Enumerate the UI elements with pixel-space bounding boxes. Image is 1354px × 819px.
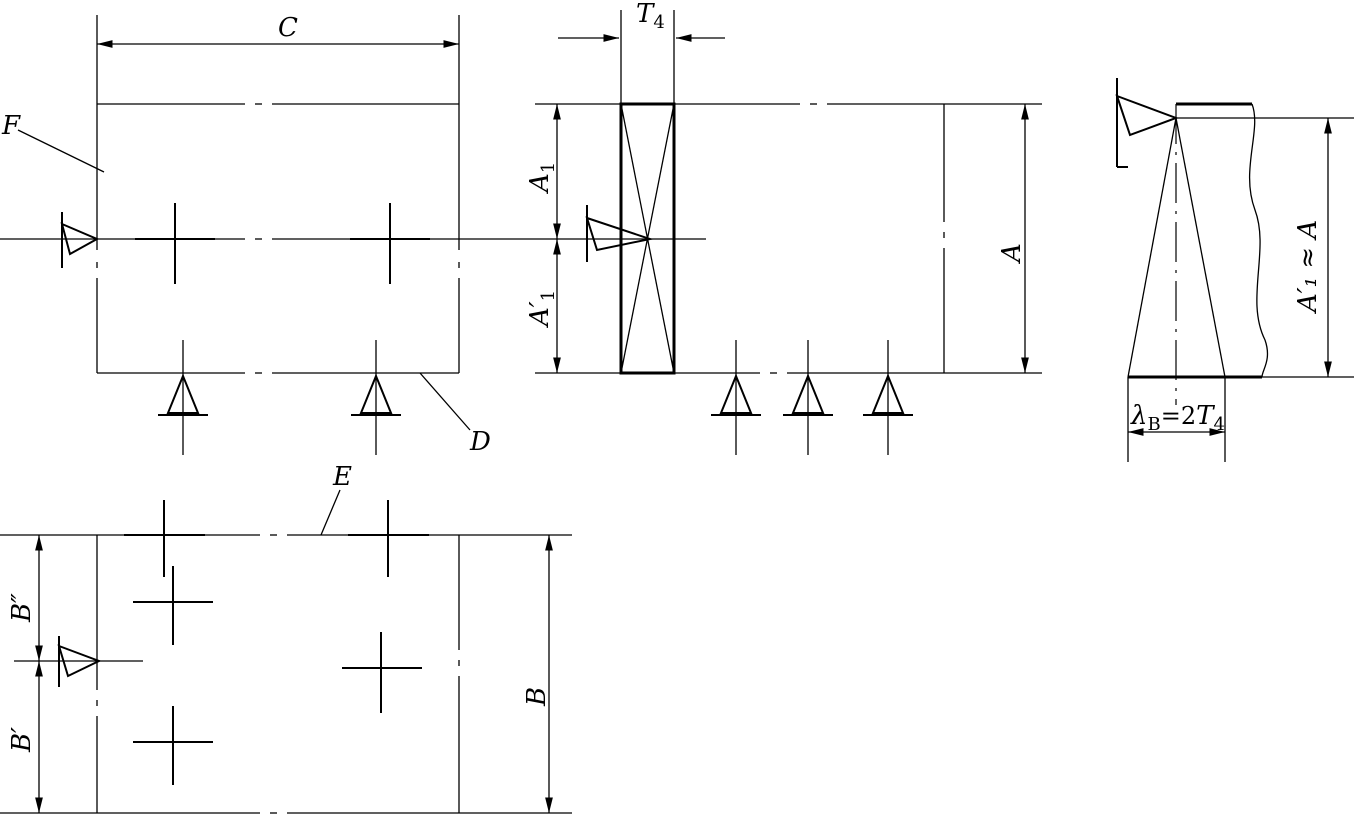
label-b-double-prime: B″ [7, 593, 37, 623]
leader-e [320, 489, 341, 536]
probe-symbol-right [1115, 78, 1179, 168]
label-lambda: λB=2T4 [1130, 401, 1225, 435]
probe-symbol-middle [585, 205, 654, 262]
probe-symbol-bottom-5 [863, 340, 913, 455]
view-top-middle: T4 A A1 A′1 [525, 0, 1042, 455]
label-c: C [278, 13, 298, 43]
label-b: B [522, 687, 552, 707]
view-top-right: A′₁ ≈ A λB=2T4 [1115, 78, 1354, 462]
probe-symbol-bottom-view [57, 636, 102, 687]
label-a1-approx: A′₁ ≈ A [1293, 220, 1323, 314]
break-line [1248, 103, 1269, 378]
view-top-left: C F [0, 13, 555, 457]
crosshair-2 [350, 203, 430, 284]
probe-symbol-bottom-2 [351, 340, 401, 455]
probe-symbol-bottom-4 [783, 340, 833, 455]
label-e: E [332, 462, 352, 492]
label-b-prime: B′ [7, 727, 37, 753]
label-t4: T4 [636, 0, 665, 33]
crosshair-3 [124, 500, 205, 577]
crosshair-1 [135, 203, 215, 284]
crosshair-6 [342, 632, 422, 713]
probe-symbol-bottom-1 [158, 340, 208, 455]
probe-symbol-bottom-3 [711, 340, 761, 455]
view-bottom-left: E B″ B′ [0, 462, 572, 814]
probe-symbol-left [60, 212, 100, 268]
crosshair-7 [133, 706, 213, 785]
label-d: D [469, 427, 491, 457]
label-a: A [997, 243, 1027, 264]
label-f: F [1, 111, 21, 141]
leader-f [17, 129, 105, 173]
label-a1: A1 [525, 162, 559, 194]
crosshair-5 [133, 566, 213, 645]
label-a1-prime: A′1 [525, 290, 559, 328]
leader-d [419, 372, 471, 431]
crosshair-4 [348, 500, 429, 577]
